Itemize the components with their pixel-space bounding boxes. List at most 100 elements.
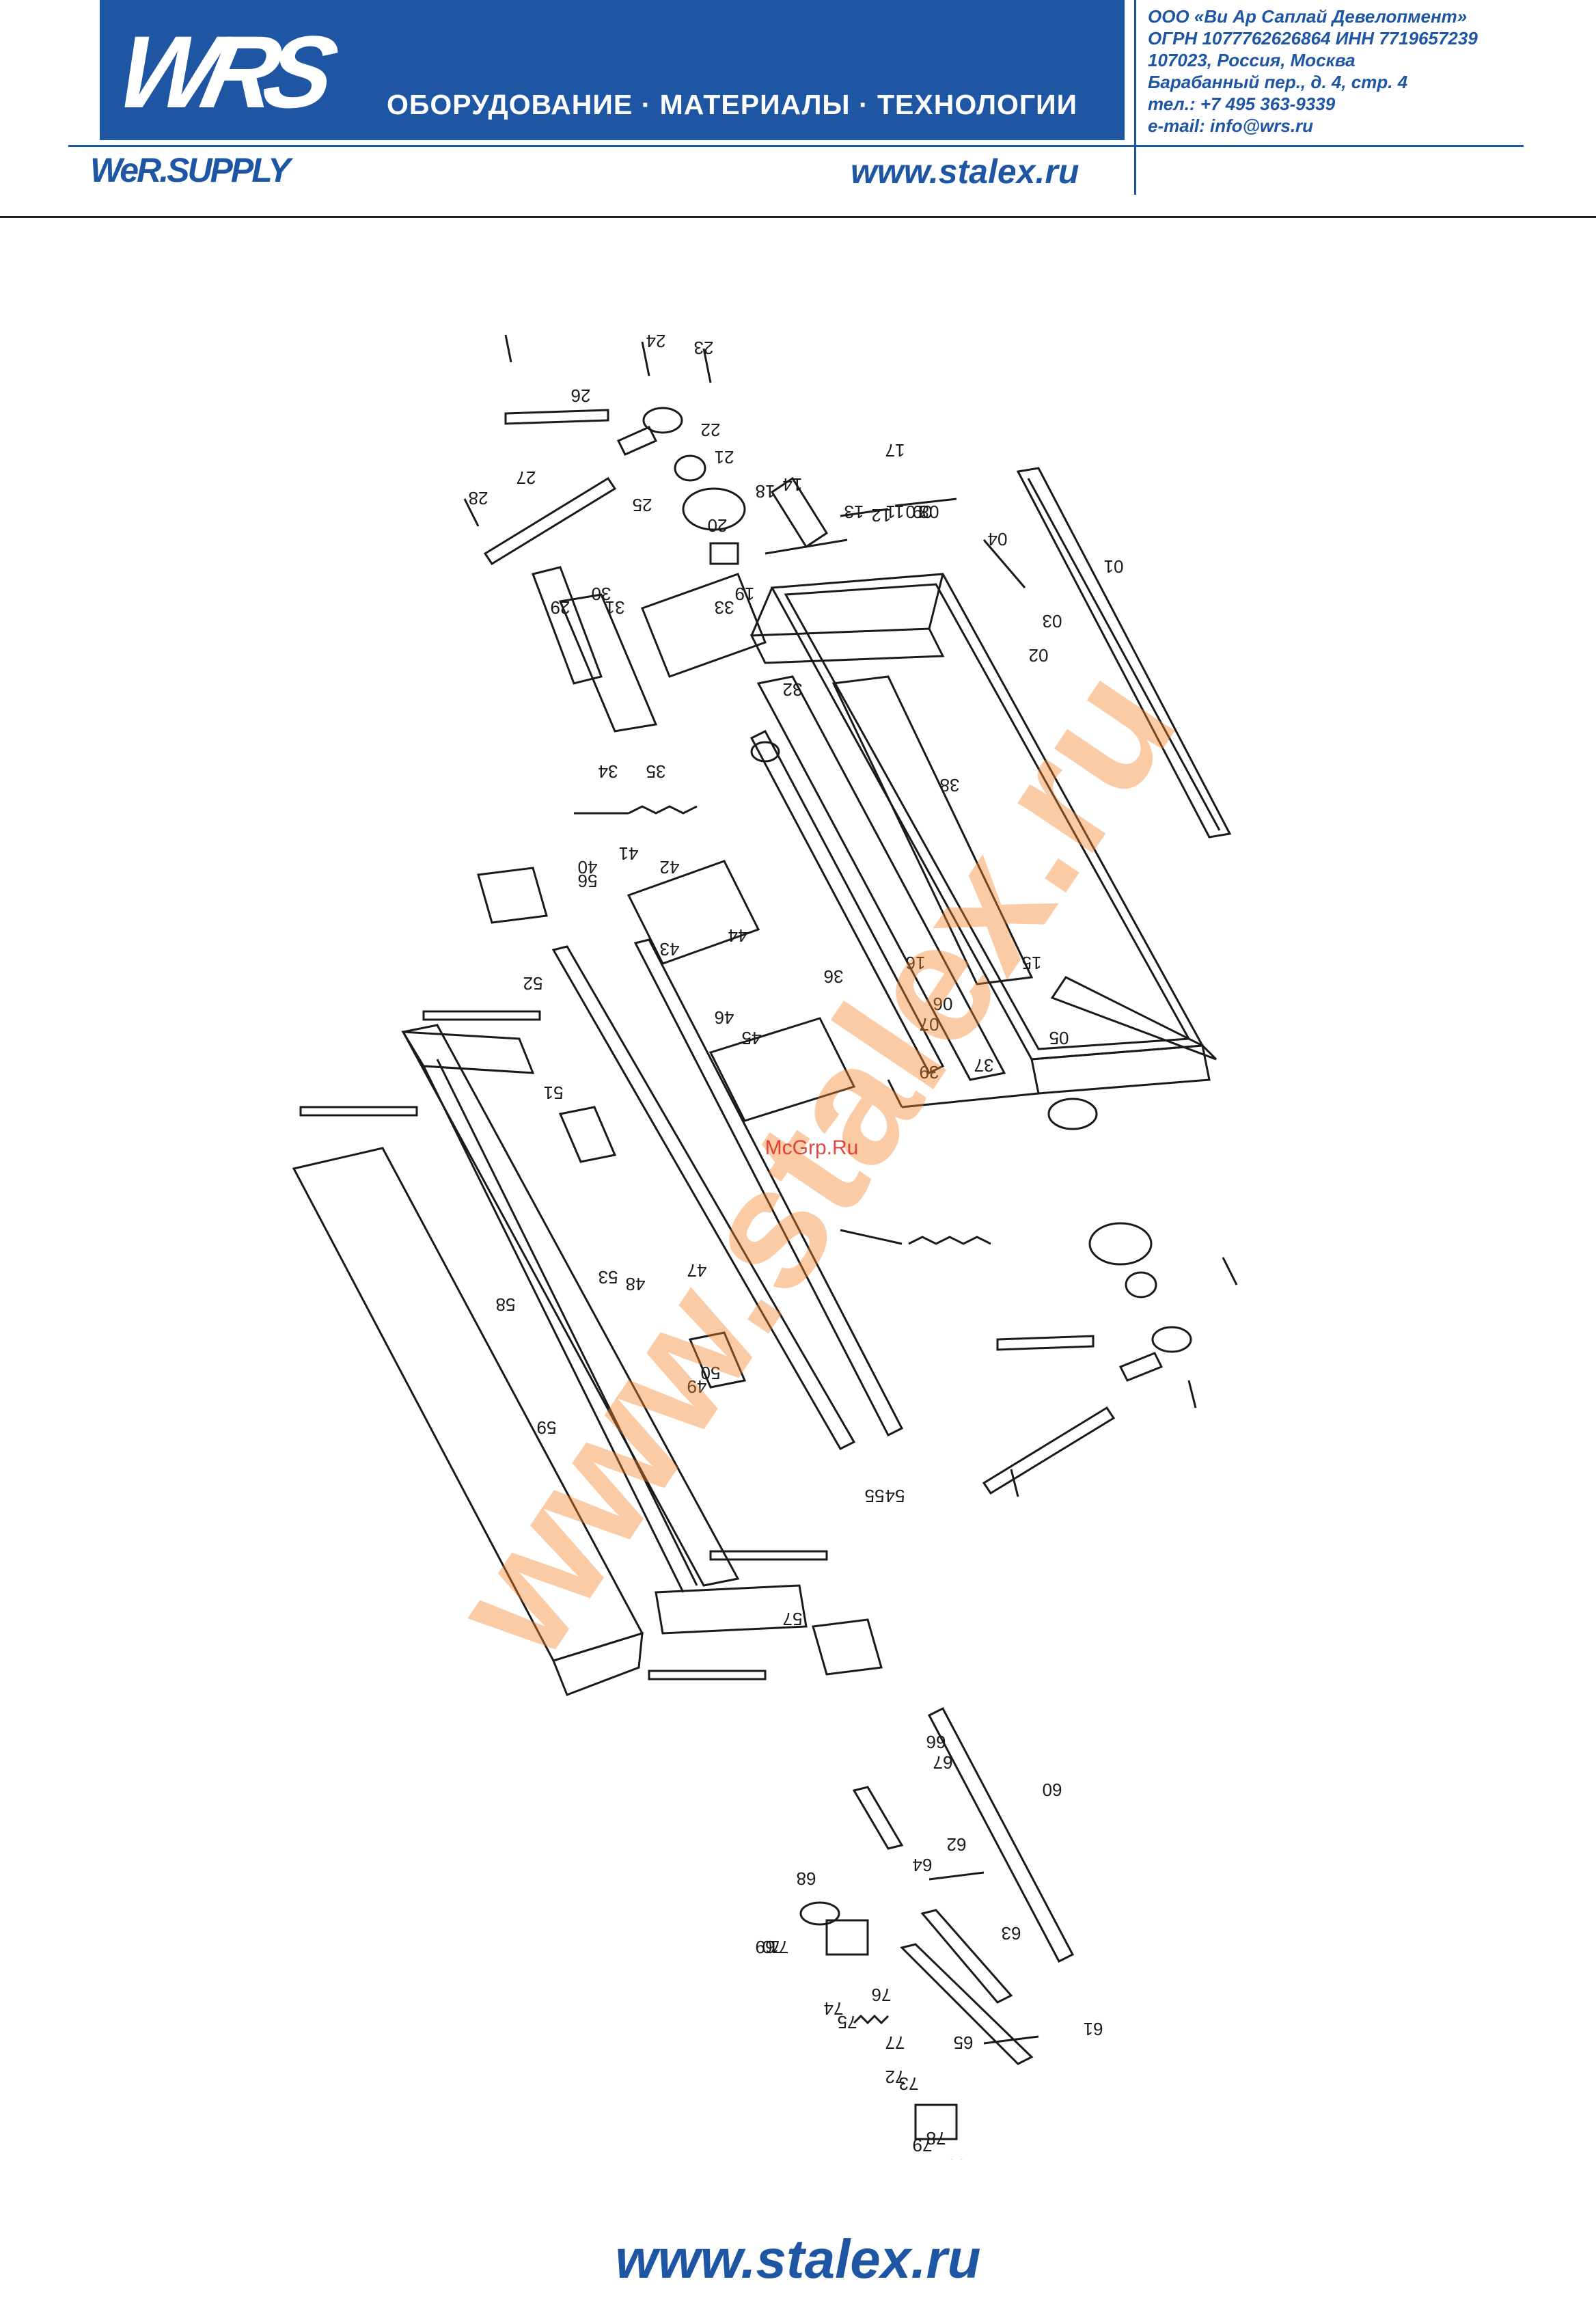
wrs-logo: WRS bbox=[108, 14, 335, 129]
callout-11: 11 bbox=[886, 502, 905, 522]
company-info: ООО «Ви Ар Саплай Девелопмент» ОГРН 1077… bbox=[1148, 5, 1478, 137]
callout-40: 40 bbox=[578, 857, 598, 877]
part-strip bbox=[422, 1010, 541, 1021]
callout-05: 05 bbox=[1049, 1028, 1069, 1048]
part-blade bbox=[633, 938, 904, 1437]
header-banner: WRS ОБОРУДОВАНИЕ · МАТЕРИАЛЫ · ТЕХНОЛОГИ… bbox=[100, 0, 1125, 140]
company-line: тел.: +7 495 363-9339 bbox=[1148, 94, 1336, 114]
callout-28: 28 bbox=[469, 488, 489, 508]
callout-49: 49 bbox=[687, 1376, 707, 1397]
company-line: ООО «Ви Ар Саплай Девелопмент» bbox=[1148, 6, 1468, 27]
callout-57: 57 bbox=[783, 1609, 803, 1629]
drawing-lines bbox=[292, 334, 1238, 2140]
footer-website-link[interactable]: www.stalex.ru bbox=[615, 2229, 981, 2289]
callout-72: 72 bbox=[885, 2067, 905, 2087]
callout-36: 36 bbox=[824, 966, 844, 987]
callout-44: 44 bbox=[728, 925, 748, 946]
callout-41: 41 bbox=[619, 843, 639, 864]
part-blade bbox=[551, 945, 856, 1450]
callout-76: 76 bbox=[872, 1985, 892, 2005]
callout-58: 58 bbox=[496, 1294, 516, 1315]
callout-61: 61 bbox=[1084, 2019, 1103, 2039]
callout-47: 47 bbox=[687, 1260, 707, 1281]
callout-31: 31 bbox=[605, 597, 625, 618]
callout-65: 65 bbox=[954, 2032, 974, 2053]
callout-64: 64 bbox=[913, 1855, 933, 1875]
part-lever bbox=[982, 1406, 1116, 1495]
callout-53: 53 bbox=[598, 1267, 618, 1288]
callout-35: 35 bbox=[646, 761, 666, 782]
callout-23: 23 bbox=[694, 338, 714, 358]
callout-48: 48 bbox=[626, 1274, 646, 1294]
part-flange bbox=[682, 487, 746, 531]
exploded-parts-diagram: 0102030405060708091011121314151617181920… bbox=[292, 331, 1238, 2160]
callout-04: 04 bbox=[988, 529, 1008, 549]
part-long-lever bbox=[483, 476, 617, 566]
callout-15: 15 bbox=[1022, 953, 1042, 973]
callout-70: 70 bbox=[762, 1937, 782, 1957]
part-strip bbox=[709, 1550, 828, 1561]
part-shaft bbox=[749, 730, 945, 1074]
header-divider bbox=[1134, 0, 1136, 195]
callout-20: 20 bbox=[708, 515, 728, 536]
callout-66: 66 bbox=[926, 1732, 946, 1752]
callout-30: 30 bbox=[592, 584, 611, 604]
callout-26: 26 bbox=[571, 385, 591, 406]
callout-37: 37 bbox=[974, 1055, 994, 1076]
part-clamp-block bbox=[641, 573, 767, 678]
callout-25: 25 bbox=[633, 495, 652, 515]
callout-62: 62 bbox=[947, 1834, 967, 1855]
callout-32: 32 bbox=[783, 679, 803, 700]
callout-24: 24 bbox=[646, 331, 666, 351]
callout-08: 08 bbox=[920, 502, 939, 522]
callout-17: 17 bbox=[885, 440, 905, 461]
part-rear-rail bbox=[1016, 467, 1232, 839]
callout-13: 13 bbox=[844, 502, 864, 522]
callout-78: 78 bbox=[926, 2128, 946, 2149]
company-line: 107023, Россия, Москва bbox=[1148, 50, 1356, 70]
callout-09: 09 bbox=[913, 502, 933, 522]
part-strip bbox=[299, 1106, 418, 1117]
callout-33: 33 bbox=[715, 597, 734, 618]
callout-01: 01 bbox=[1104, 556, 1124, 577]
callout-02: 02 bbox=[1029, 645, 1049, 666]
callout-59: 59 bbox=[537, 1417, 557, 1438]
callout-12: 12 bbox=[872, 505, 892, 526]
header-tagline: ОБОРУДОВАНИЕ · МАТЕРИАЛЫ · ТЕХНОЛОГИИ bbox=[387, 89, 1078, 120]
part-handwheel bbox=[1088, 1222, 1153, 1266]
callout-77: 77 bbox=[885, 2032, 905, 2053]
callout-68: 68 bbox=[797, 1868, 816, 1889]
callout-50: 50 bbox=[701, 1363, 721, 1383]
callout-45: 45 bbox=[742, 1028, 762, 1048]
callout-67: 67 bbox=[933, 1752, 953, 1773]
callout-19: 19 bbox=[735, 584, 755, 604]
callout-51: 51 bbox=[544, 1083, 564, 1103]
part-strip bbox=[648, 1670, 767, 1680]
callout-74: 74 bbox=[824, 1998, 844, 2019]
callout-80: 80 bbox=[947, 2155, 967, 2160]
callout-71: 71 bbox=[769, 1937, 789, 1957]
callout-69: 69 bbox=[756, 1937, 775, 1957]
callout-34: 34 bbox=[598, 761, 618, 782]
callout-07: 07 bbox=[920, 1014, 939, 1035]
part-pivot-block bbox=[770, 476, 829, 549]
part-bottom-rail bbox=[927, 1707, 1075, 1963]
callout-73: 73 bbox=[899, 2073, 919, 2094]
callout-16: 16 bbox=[906, 953, 926, 973]
callout-42: 42 bbox=[660, 857, 680, 877]
mcgrp-watermark: McGrp.Ru bbox=[765, 1136, 859, 1159]
part-bracket bbox=[627, 860, 760, 965]
company-line: ОГРН 1077762626864 ИНН 7719657239 bbox=[1148, 28, 1478, 49]
part-slide-bar bbox=[756, 675, 1006, 1081]
header-website-link[interactable]: www.stalex.ru bbox=[851, 152, 1079, 191]
page-rule bbox=[0, 216, 1596, 218]
callout-54: 54 bbox=[885, 1486, 905, 1506]
callout-60: 60 bbox=[1043, 1780, 1062, 1800]
company-email-link[interactable]: e-mail: info@wrs.ru bbox=[1148, 115, 1314, 136]
brand-subtitle: WeR.SUPPLY bbox=[90, 151, 290, 189]
callout-18: 18 bbox=[756, 481, 775, 502]
part-table bbox=[401, 1024, 740, 1587]
callout-10: 10 bbox=[906, 502, 926, 522]
callout-03: 03 bbox=[1043, 611, 1062, 631]
callout-labels: 0102030405060708091011121314151617181920… bbox=[469, 331, 1124, 2160]
